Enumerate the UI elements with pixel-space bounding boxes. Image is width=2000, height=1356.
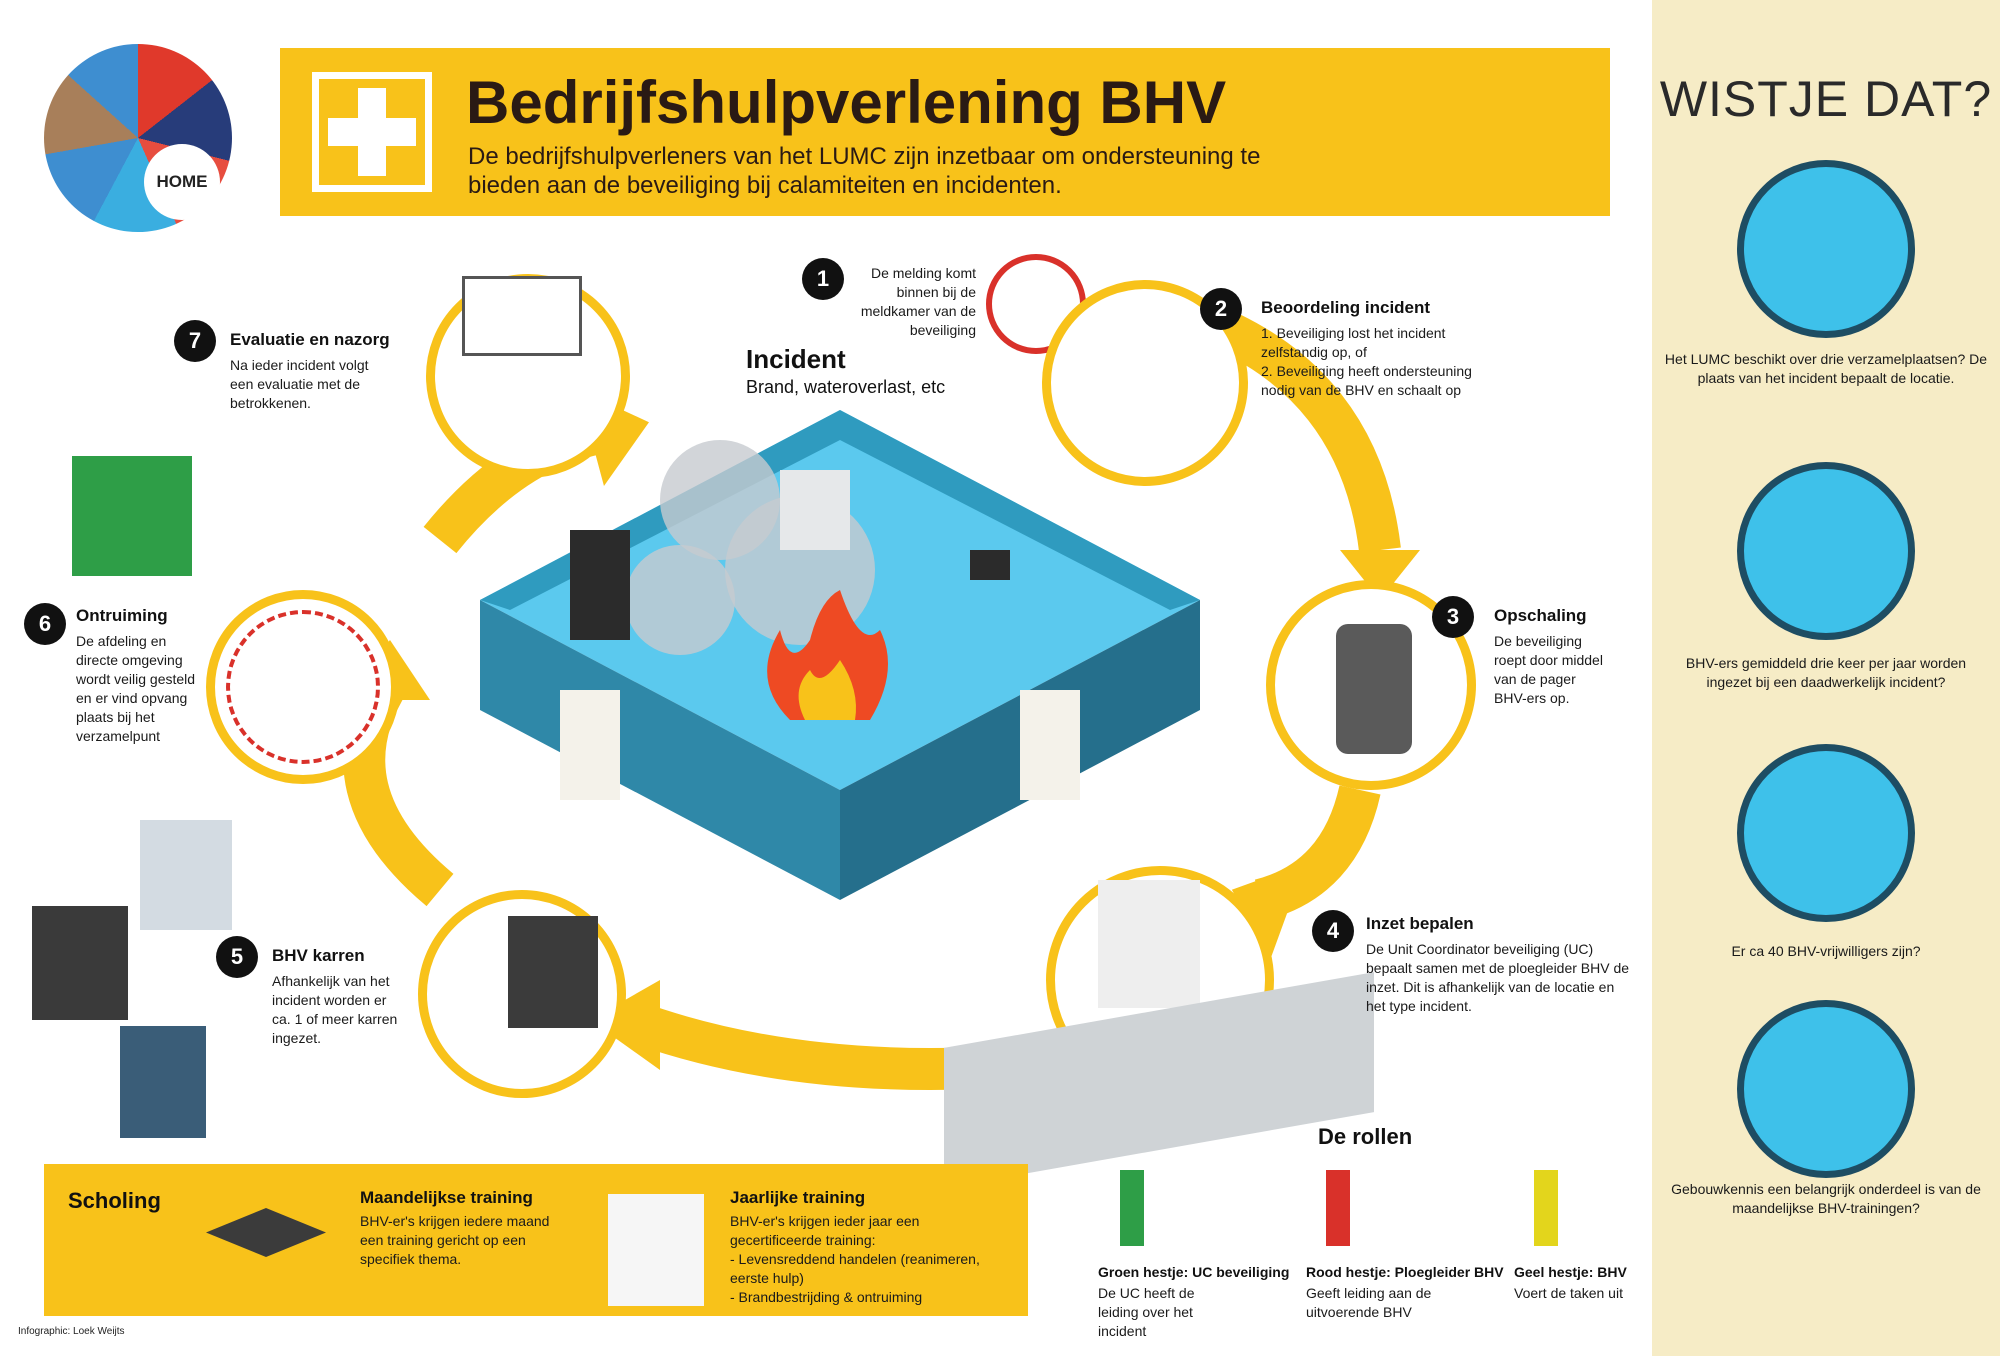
first-aid-cross-horizontal bbox=[328, 118, 416, 146]
assembly-points-icon bbox=[1737, 160, 1915, 338]
cart-icon bbox=[140, 820, 232, 930]
role-2-title: Rood hestje: Ploegleider BHV bbox=[1306, 1264, 1504, 1280]
yellow-vest-figure bbox=[1534, 1170, 1558, 1246]
role-2-text: Geeft leiding aan de uitvoerende BHV bbox=[1306, 1285, 1432, 1320]
step-7-title: Evaluatie en nazorg bbox=[230, 330, 390, 349]
step-6-text: De afdeling en directe omgeving wordt ve… bbox=[76, 633, 196, 744]
fact-2-text: BHV-ers gemiddeld drie keer per jaar wor… bbox=[1685, 655, 1967, 690]
red-vest-figure bbox=[1326, 1170, 1350, 1246]
step-2-number: 2 bbox=[1200, 288, 1242, 330]
assembly-boundary bbox=[226, 610, 380, 764]
yearly-training-item-1: - Levensreddend handelen (reanimeren, ee… bbox=[730, 1251, 980, 1286]
pager-icon bbox=[1336, 624, 1412, 754]
deployment-icon bbox=[1737, 462, 1915, 640]
incident-title: Incident bbox=[746, 344, 846, 374]
step-1-text: De melding komt binnen bij de meldkamer … bbox=[860, 265, 976, 338]
step-4-text: De Unit Coordinator beveiliging (UC) bep… bbox=[1366, 941, 1630, 1014]
monthly-training-title: Maandelijkse training bbox=[360, 1188, 533, 1207]
role-3-text: Voert de taken uit bbox=[1514, 1285, 1623, 1301]
role-1-text: De UC heeft de leiding over het incident bbox=[1098, 1285, 1195, 1339]
checklist-icon bbox=[1098, 880, 1200, 1008]
role-1-title: Groen hestje: UC beveiliging bbox=[1098, 1264, 1290, 1280]
scholing-panel bbox=[44, 1164, 1028, 1316]
step-1-number: 1 bbox=[802, 258, 844, 300]
step-3-number: 3 bbox=[1432, 596, 1474, 638]
step-3-text: De beveiliging roept door middel van de … bbox=[1494, 633, 1603, 706]
step-2-title: Beoordeling incident bbox=[1261, 298, 1431, 317]
yearly-training-title: Jaarlijke training bbox=[730, 1188, 866, 1207]
first-aid-icon bbox=[312, 72, 432, 192]
page-subtitle: De bedrijfshulpverleners van het LUMC zi… bbox=[468, 143, 1261, 199]
volunteers-icon bbox=[1737, 744, 1915, 922]
page-title: Bedrijfshulpverlening BHV bbox=[466, 69, 1227, 136]
sidebar-title: WISTJE DAT? bbox=[1659, 71, 1993, 127]
fact-3-text: Er ca 40 BHV-vrijwilligers zijn? bbox=[1731, 943, 1921, 959]
step-5-title: BHV karren bbox=[272, 946, 365, 965]
graduation-cap-icon bbox=[1737, 1000, 1915, 1178]
step-5-text: Afhankelijk van het incident worden er c… bbox=[272, 973, 398, 1046]
sidebar-did-you-know: WISTJE DAT? Het LUMC beschikt over drie … bbox=[1652, 0, 2000, 1356]
cart-icon bbox=[508, 916, 598, 1028]
green-vest-figure bbox=[1120, 1170, 1144, 1246]
role-3-title: Geel hestje: BHV bbox=[1514, 1264, 1627, 1280]
incident-subtitle: Brand, wateroverlast, etc bbox=[746, 377, 946, 397]
step-2-item-1: 1. Beveiliging lost het incident zelfsta… bbox=[1261, 325, 1446, 360]
step-2-item-2: 2. Beveiliging heeft ondersteuning nodig… bbox=[1261, 363, 1472, 398]
step-6-number: 6 bbox=[24, 603, 66, 645]
home-button[interactable]: HOME bbox=[144, 144, 220, 220]
step-4-number: 4 bbox=[1312, 910, 1354, 952]
step-4-title: Inzet bepalen bbox=[1366, 914, 1474, 933]
assembly-point-icon bbox=[72, 456, 192, 576]
cycle-arrows bbox=[340, 300, 1420, 1090]
step-5-number: 5 bbox=[216, 936, 258, 978]
step-7-text: Na ieder incident volgt een evaluatie me… bbox=[230, 357, 369, 411]
step-7-number: 7 bbox=[174, 320, 216, 362]
header-banner bbox=[280, 48, 1610, 216]
cart-icon bbox=[32, 906, 128, 1020]
roles-title: De rollen bbox=[1318, 1124, 1413, 1149]
step-6-title: Ontruiming bbox=[76, 606, 168, 625]
credit-line: Infographic: Loek Weijts bbox=[18, 1326, 125, 1337]
incident-room-illustration bbox=[480, 410, 1200, 900]
scholing-title: Scholing bbox=[68, 1188, 161, 1213]
monthly-training-text: BHV-er's krijgen iedere maand een traini… bbox=[360, 1213, 550, 1267]
certificate-icon bbox=[608, 1194, 704, 1306]
yearly-training-item-2: - Brandbestrijding & ontruiming bbox=[730, 1289, 923, 1305]
step-3-title: Opschaling bbox=[1494, 606, 1587, 625]
fact-1-text: Het LUMC beschikt over drie verzamelplaa… bbox=[1664, 351, 1988, 386]
presentation-board-icon bbox=[462, 276, 582, 356]
fact-4-text: Gebouwkennis een belangrijk onderdeel is… bbox=[1671, 1181, 1981, 1216]
yearly-training-text: BHV-er's krijgen ieder jaar een gecertif… bbox=[730, 1213, 920, 1248]
cart-icon bbox=[120, 1026, 206, 1138]
home-wheel[interactable]: HOME bbox=[44, 44, 232, 232]
